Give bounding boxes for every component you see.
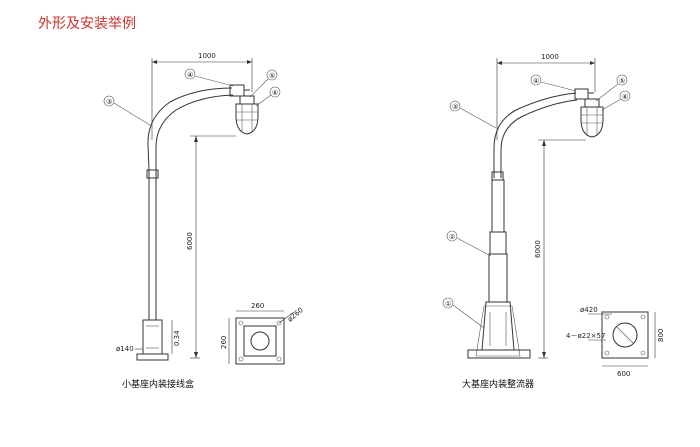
left-lamp-head bbox=[235, 95, 259, 135]
page-title: 外形及安装举例 bbox=[38, 16, 136, 32]
right-plan-width: 600 bbox=[617, 370, 630, 378]
left-dim-top: 1000 bbox=[198, 52, 216, 60]
right-pole-base bbox=[467, 301, 531, 359]
right-base-plan-view: 600 800 ø420 4－ø22×57 bbox=[566, 306, 665, 378]
right-caption: 大基座内装整流器 bbox=[462, 378, 534, 390]
right-plan-hole: ø420 bbox=[580, 306, 598, 314]
left-dim-base-dia: ø140 bbox=[116, 345, 134, 353]
left-base-plan-view: 260 260 ø260 bbox=[220, 302, 305, 365]
right-callout-2: ② bbox=[449, 233, 455, 241]
left-plan-width: 260 bbox=[251, 302, 264, 310]
left-plan-dia: ø260 bbox=[286, 306, 305, 323]
right-dim-height: 6000 bbox=[534, 240, 542, 258]
right-plan-bolts: 4－ø22×57 bbox=[566, 332, 605, 340]
right-dim-top: 1000 bbox=[541, 53, 559, 61]
left-pole-assembly: 1000 6000 bbox=[103, 52, 305, 390]
left-callout-3: ③ bbox=[106, 98, 112, 106]
right-callout-6: ⑥ bbox=[622, 93, 628, 101]
left-caption: 小基座内装接线盒 bbox=[122, 378, 194, 390]
right-callout-3: ③ bbox=[452, 103, 458, 111]
right-plan-height: 800 bbox=[657, 329, 665, 342]
right-callout-4: ④ bbox=[533, 77, 539, 85]
right-pole-assembly: 1000 600 bbox=[442, 53, 665, 390]
right-callout-1: ① bbox=[445, 300, 451, 308]
right-callout-5: ⑤ bbox=[619, 77, 625, 85]
left-callout-6: ⑥ bbox=[272, 89, 278, 97]
left-pole-base bbox=[136, 319, 169, 361]
left-plan-height: 260 bbox=[220, 336, 228, 349]
left-callout-5: ⑤ bbox=[269, 72, 275, 80]
left-dim-base-h: 0.34 bbox=[173, 330, 181, 346]
left-callout-4: ④ bbox=[187, 71, 193, 79]
right-lamp-head bbox=[580, 98, 604, 138]
left-dim-height: 6000 bbox=[186, 232, 194, 250]
